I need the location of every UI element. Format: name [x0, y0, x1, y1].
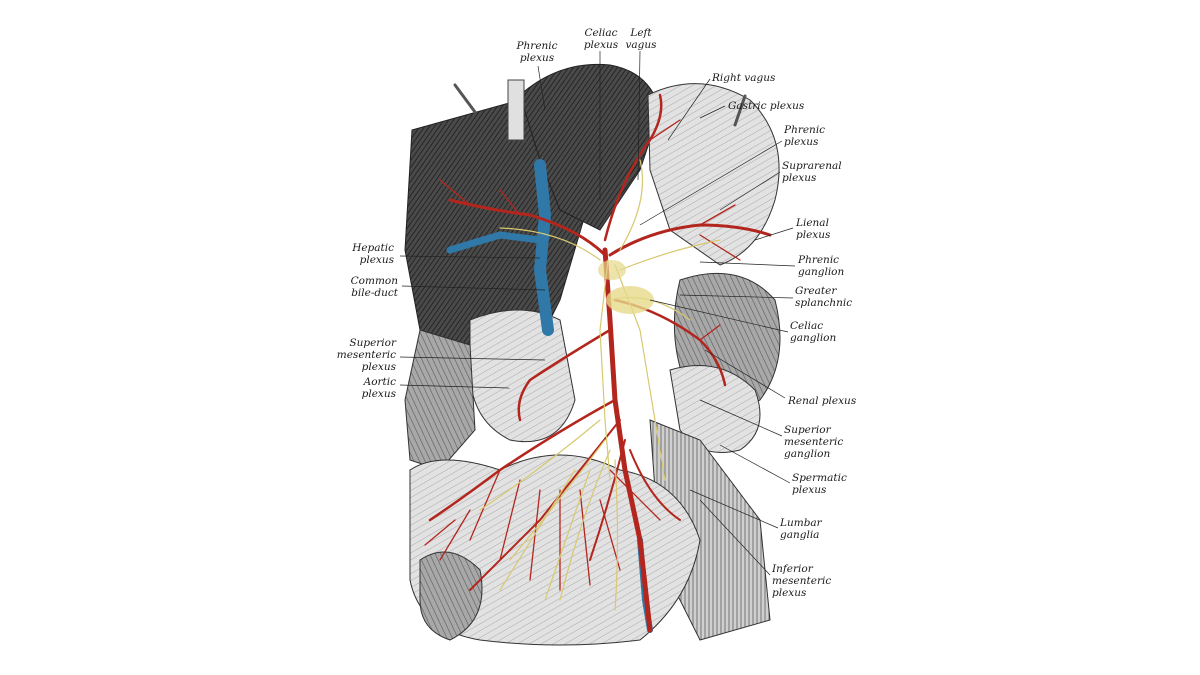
leader-lines	[399, 50, 796, 576]
mesenteric-ganglion-mass	[598, 260, 626, 280]
label-gastric-plexus: Gastric plexus	[728, 100, 805, 112]
duodenum-tissue	[469, 309, 576, 443]
label-renal-plexus: Renal plexus	[788, 395, 857, 407]
nerves	[479, 159, 721, 611]
probe-right	[733, 94, 747, 127]
celiac-ganglion-mass	[606, 286, 654, 314]
lower-left-coil	[419, 551, 483, 641]
spleen-tissue	[647, 83, 780, 266]
probe-left	[453, 83, 477, 114]
left-colon-tissue	[404, 329, 476, 471]
esophagus-tube	[507, 79, 525, 141]
label-right-vagus: Right vagus	[712, 72, 776, 84]
